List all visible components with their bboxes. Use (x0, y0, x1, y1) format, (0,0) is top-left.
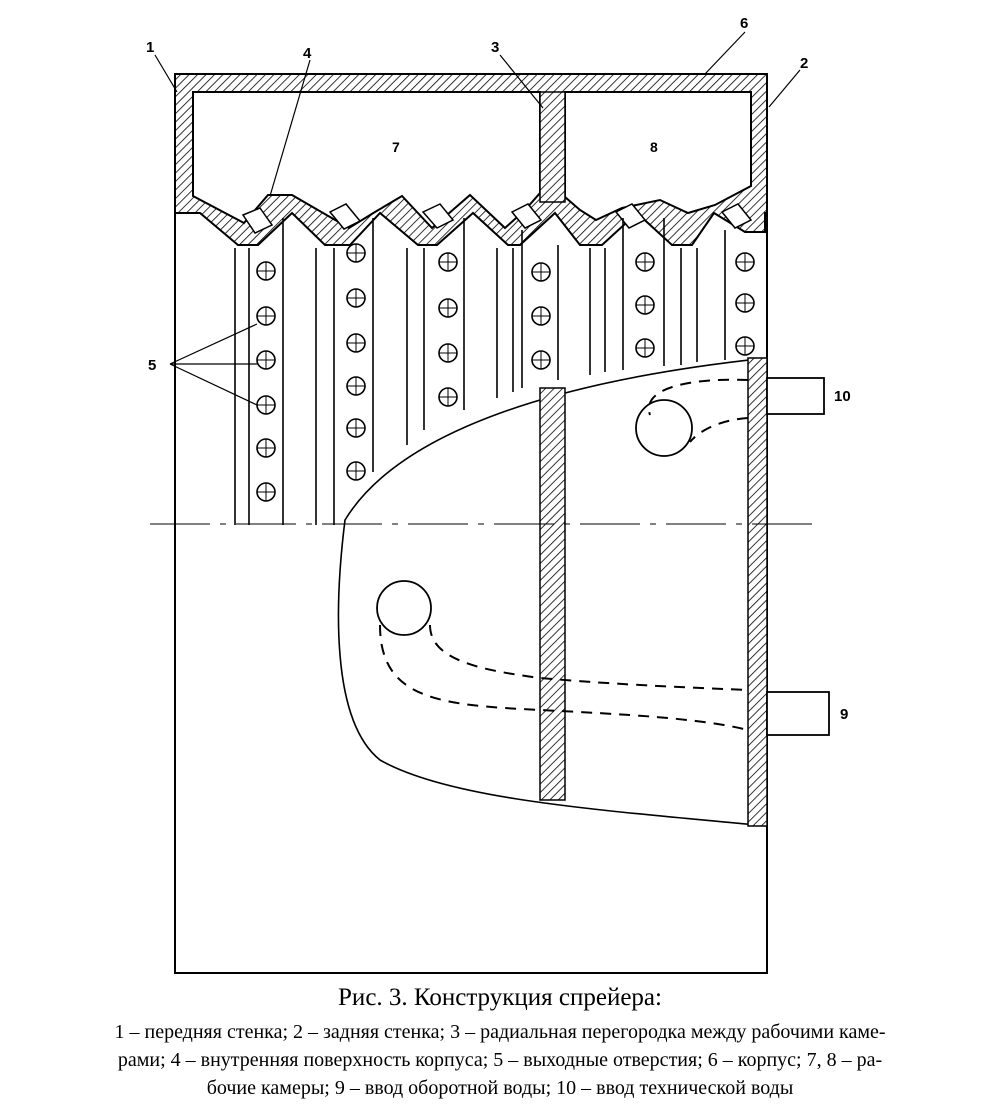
callout-7: 7 (392, 139, 400, 155)
callout-4: 4 (303, 45, 312, 62)
caption-line: рами; 4 – внутренняя поверхность корпуса… (117, 1049, 883, 1071)
cutaway-curve (337, 357, 768, 827)
caption-line: бочие камеры; 9 – ввод оборотной воды; 1… (206, 1077, 794, 1099)
figure-caption-legend: 1 – передняя стенка; 2 – задняя стенка; … (8, 1018, 992, 1102)
figure-caption-title: Рис. 3. Конструкция спрейера: (338, 984, 662, 1011)
chamber-8 (564, 91, 752, 222)
inlet-pipe-10 (766, 377, 825, 415)
sprayer-drawing: 1 4 3 6 2 5 7 8 10 9 (146, 15, 851, 974)
radial-partition-lower (539, 387, 566, 801)
nozzle-channels (241, 203, 753, 234)
callout-9: 9 (840, 706, 848, 723)
radial-partition-top (539, 91, 566, 203)
inlet-orifice-upper (635, 399, 693, 457)
back-wall-section (747, 357, 768, 827)
chamber-7 (192, 91, 541, 230)
leader-lines (154, 31, 801, 406)
inlet-orifice-lower (376, 580, 432, 636)
inlet-pipe-9 (766, 691, 830, 736)
outlet-hole-crosses (257, 244, 754, 501)
callout-10: 10 (834, 388, 851, 405)
blades (234, 218, 726, 525)
caption-line: 1 – передняя стенка; 2 – задняя стенка; … (114, 1021, 886, 1043)
callout-6: 6 (740, 15, 748, 32)
hidden-channels (379, 378, 749, 731)
callout-8: 8 (650, 139, 658, 155)
callout-1: 1 (146, 39, 154, 56)
callout-3: 3 (491, 39, 499, 56)
callout-5: 5 (148, 357, 156, 374)
callout-2: 2 (800, 55, 808, 72)
